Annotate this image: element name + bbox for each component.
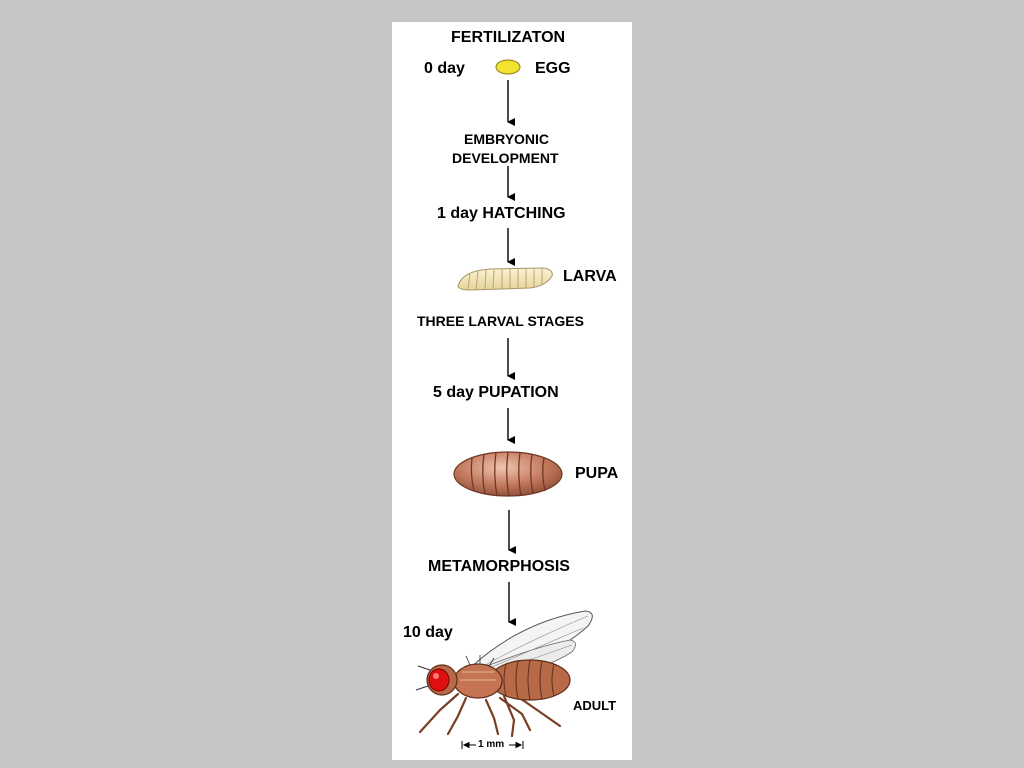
adult-label: ADULT — [573, 698, 617, 713]
pupation-label: 5 day PUPATION — [433, 384, 559, 401]
scale-bar-label: 1 mm — [478, 739, 505, 750]
day-0-label: 0 day — [424, 60, 465, 77]
pupa-label: PUPA — [575, 465, 619, 482]
three-larval-stages-label: THREE LARVAL STAGES — [417, 313, 584, 329]
egg-label: EGG — [535, 60, 571, 77]
embryonic-label: EMBRYONIC — [464, 131, 550, 147]
day-10-label: 10 day — [403, 624, 453, 641]
larva-label: LARVA — [563, 268, 617, 285]
hatching-label: 1 day HATCHING — [437, 205, 566, 222]
metamorphosis-label: METAMORPHOSIS — [428, 558, 570, 575]
development-label: DEVELOPMENT — [452, 150, 559, 166]
fertilization-label: FERTILIZATON — [451, 29, 566, 46]
